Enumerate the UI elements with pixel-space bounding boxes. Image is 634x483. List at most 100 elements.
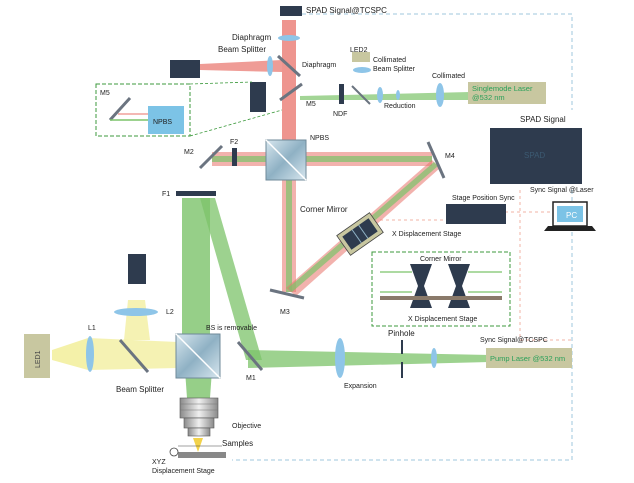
lens-l1 — [86, 336, 94, 372]
label-x-displacement-inset: X Displacement Stage — [408, 316, 477, 323]
label-pump-laser: Pump Laser @532 nm — [490, 354, 565, 363]
label-f1: F1 — [162, 191, 170, 198]
label-xyz-line2: Displacement Stage — [152, 468, 215, 475]
spad-box — [490, 128, 582, 184]
label-m2: M2 — [184, 149, 194, 156]
green-f1-vertical — [182, 198, 210, 340]
lens-top-left — [267, 56, 273, 76]
label-collimated-bs-line1: Collimated — [373, 57, 406, 64]
objective-lens — [179, 397, 219, 437]
label-f2: F2 — [230, 139, 238, 146]
label-collimated-bs-line2: Beam Splitter — [373, 66, 416, 73]
label-l1: L1 — [88, 325, 96, 332]
collimated-beam-splitter — [351, 85, 371, 105]
led1-beam — [52, 338, 88, 370]
singlemode-laser-box — [468, 82, 546, 104]
mirror-m3 — [269, 288, 305, 300]
led1-source — [24, 334, 50, 378]
green-cube-to-m3 — [286, 160, 292, 292]
label-bs-removable: BS is removable — [206, 325, 257, 332]
green-horizontal-top — [212, 156, 432, 162]
label-corner-mirror-main: Corner Mirror — [300, 205, 348, 214]
diaphragm-top-lens — [278, 35, 300, 41]
green-diagonal-m1 — [200, 198, 262, 360]
label-expansion: Expansion — [344, 383, 377, 390]
led2-source — [352, 52, 370, 62]
laser-sync-line — [519, 190, 572, 341]
label-pinhole: Pinhole — [388, 329, 415, 338]
collimated-lens — [436, 83, 444, 107]
label-reduction: Reduction — [384, 103, 416, 110]
pump-lens — [431, 348, 437, 368]
filter-f1 — [176, 191, 216, 196]
corner-mirror-assembly — [336, 212, 384, 256]
inset-corner-mirror — [371, 251, 511, 327]
label-m3: M3 — [280, 309, 290, 316]
label-npbs-inset: NPBS — [153, 119, 172, 126]
l2-beam — [124, 300, 150, 340]
label-samples: Samples — [222, 439, 253, 448]
label-beam-splitter-bottom: Beam Splitter — [116, 385, 164, 394]
sample-beam — [193, 438, 203, 452]
ndf-filter — [339, 84, 344, 104]
label-m5-inset: M5 — [100, 90, 110, 97]
inset-m5-npbs — [95, 81, 283, 137]
sample-stage — [178, 452, 226, 458]
red-to-detector — [200, 60, 282, 72]
detector-near-m5 — [250, 82, 266, 112]
label-spad-box: SPAD — [524, 151, 545, 160]
label-ndf: NDF — [333, 111, 347, 118]
label-l2: L2 — [166, 309, 174, 316]
label-m5-main: M5 — [306, 101, 316, 108]
green-singlemode-beam — [300, 92, 470, 100]
green-pump-beam — [248, 350, 490, 368]
expansion-lens — [335, 338, 345, 378]
reduction-lens-2 — [396, 90, 400, 100]
label-xyz-line1: XYZ — [152, 459, 166, 466]
spad-detector-top — [280, 6, 302, 16]
spad-signal-line-top — [302, 13, 573, 110]
stage-position-box — [446, 204, 506, 224]
label-m4: M4 — [445, 153, 455, 160]
label-singlemode-line2: @532 nm — [472, 93, 505, 102]
label-led1: LED1 — [35, 350, 42, 368]
detector-l2 — [128, 254, 146, 284]
label-diaphragm-mid: Diaphragm — [302, 62, 336, 69]
components — [24, 6, 596, 458]
reduction-lens-1 — [377, 87, 383, 103]
signal-lines — [232, 13, 573, 461]
label-stage-position-sync: Stage Position Sync — [452, 195, 515, 202]
diaphragm-mid-lens — [353, 67, 371, 73]
npbs-cube-main-diagonal — [265, 139, 307, 181]
labels: SPAD Signal@TCSPC Diaphragm Beam Splitte… — [35, 6, 594, 475]
mirror-m5-main — [279, 82, 303, 102]
label-led2: LED2 — [350, 47, 368, 54]
sync-signal-line — [232, 190, 573, 461]
red-vertical-beam — [282, 20, 296, 160]
label-x-displacement-main: X Displacement Stage — [392, 231, 461, 238]
lens-l2 — [114, 308, 158, 316]
label-singlemode-laser: Singlemode Laser @532 nm — [472, 84, 535, 102]
label-spad-top: SPAD Signal@TCSPC — [306, 6, 387, 15]
mirror-m4 — [426, 141, 446, 179]
filter-f2 — [232, 148, 237, 166]
label-sync-signal-laser: Sync Signal @Laser — [530, 187, 594, 194]
mirror-m2 — [198, 144, 224, 170]
label-beam-splitter-top: Beam Splitter — [218, 45, 266, 54]
pump-laser-box — [486, 348, 572, 368]
label-npbs-main: NPBS — [310, 135, 329, 142]
label-collimated-bs: Collimated Beam Splitter — [373, 57, 416, 73]
label-objective: Objective — [232, 423, 261, 430]
stage-axis-icon — [169, 447, 179, 457]
detector-top-left — [170, 60, 200, 78]
bs-cube-bottom-diagonal — [175, 333, 221, 379]
label-corner-mirror-inset: Corner Mirror — [420, 256, 462, 263]
label-singlemode-line1: Singlemode Laser — [472, 84, 533, 93]
label-spad-signal: SPAD Signal — [520, 115, 566, 124]
label-sync-signal-tcspc: Sync Signal@TCSPC — [480, 337, 548, 344]
label-xyz-stage: XYZ Displacement Stage — [152, 459, 215, 475]
label-pc: PC — [566, 211, 577, 220]
label-diaphragm-top: Diaphragm — [232, 33, 271, 42]
